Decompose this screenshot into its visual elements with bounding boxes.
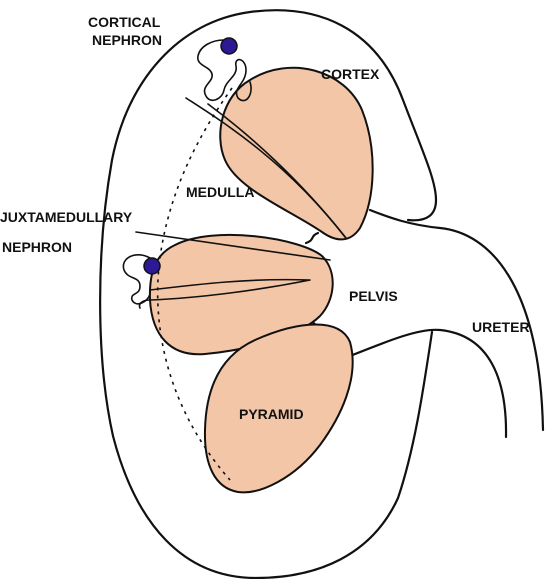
juxtamedullary-nephron-tubule xyxy=(122,254,151,305)
kidney-outline-right-top xyxy=(406,198,438,222)
label-cortical-nephron-line1: CORTICAL xyxy=(88,14,161,30)
pelvis-upper-boundary xyxy=(368,208,545,432)
label-pyramid: PYRAMID xyxy=(239,406,304,422)
pelvis-lower-boundary xyxy=(348,328,508,439)
label-medulla: MEDULLA xyxy=(186,184,254,200)
juxtamedullary-glomerulus xyxy=(143,257,161,275)
juxtamedullary-loop-of-henle xyxy=(138,278,311,309)
cortical-glomerulus xyxy=(220,37,238,55)
pyramid-upper xyxy=(219,66,374,241)
cortical-nephron-loop-ascending xyxy=(207,103,347,239)
label-juxtamedullary-line2: NEPHRON xyxy=(2,239,72,255)
juxtamedullary-collecting-line xyxy=(135,231,331,261)
label-cortical-nephron-line2: NEPHRON xyxy=(92,32,162,48)
label-pelvis: PELVIS xyxy=(349,288,398,304)
label-ureter: URETER xyxy=(472,319,530,335)
label-juxtamedullary-line1: JUXTAMEDULLARY xyxy=(0,209,133,225)
kidney-outline-left xyxy=(99,9,438,579)
cortical-nephron-tubule xyxy=(197,39,252,102)
label-cortex: CORTEX xyxy=(321,66,380,82)
pyramid-lower xyxy=(203,323,354,494)
calyx-connector-upper xyxy=(304,231,320,245)
